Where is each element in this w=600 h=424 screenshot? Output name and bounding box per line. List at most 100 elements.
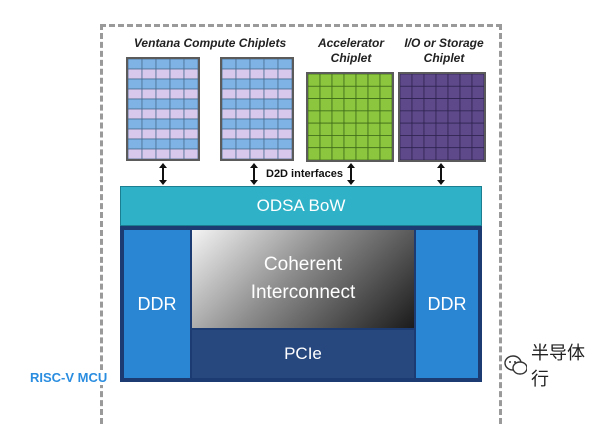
chiplet-cell <box>169 148 185 159</box>
chiplet-cell <box>222 88 237 100</box>
chiplet-cell <box>331 135 345 149</box>
chiplet-cell <box>423 147 437 160</box>
chiplet-cell <box>235 59 251 70</box>
accelerator-chiplet <box>306 72 394 162</box>
chiplet-cell <box>447 74 461 87</box>
chiplet-cell <box>222 78 237 90</box>
chiplet-cell <box>411 110 425 124</box>
chiplet-cell <box>183 68 198 80</box>
chiplet-cell <box>471 85 484 99</box>
chiplet-cell <box>235 118 251 130</box>
chiplet-cell <box>319 147 333 160</box>
chiplet-cell <box>141 78 157 90</box>
chiplet-cell <box>155 78 171 90</box>
chiplet-cell <box>183 128 198 140</box>
chiplet-cell <box>343 147 357 160</box>
chiplet-cell <box>423 85 437 99</box>
chiplet-cell <box>222 148 237 159</box>
chiplet-cell <box>435 74 449 87</box>
chiplet-cell <box>400 98 413 112</box>
chiplet-cell <box>249 59 265 70</box>
chiplet-cell <box>355 135 369 149</box>
chiplet-cell <box>379 122 392 136</box>
chiplet-cell <box>155 128 171 140</box>
chiplet-cell <box>249 98 265 110</box>
chiplet-cell <box>277 118 292 130</box>
chiplet-cell <box>411 98 425 112</box>
compute-chiplet-1-grid <box>128 59 198 159</box>
wechat-icon <box>504 355 527 375</box>
compute-chiplets-label: Ventana Compute Chiplets <box>133 36 287 50</box>
chiplet-cell <box>379 110 392 124</box>
chiplet-cell <box>343 110 357 124</box>
chiplet-cell <box>277 128 292 140</box>
chiplet-cell <box>235 88 251 100</box>
chiplet-cell <box>222 108 237 120</box>
chiplet-cell <box>308 135 321 149</box>
chiplet-cell <box>355 85 369 99</box>
chiplet-cell <box>235 148 251 159</box>
chiplet-cell <box>435 147 449 160</box>
watermark-left: RISC-V MCU <box>30 370 108 385</box>
chiplet-cell <box>277 138 292 150</box>
chiplet-cell <box>423 135 437 149</box>
chiplet-cell <box>263 118 279 130</box>
chiplet-cell <box>235 108 251 120</box>
chiplet-cell <box>343 98 357 112</box>
chiplet-cell <box>155 138 171 150</box>
chiplet-cell <box>263 138 279 150</box>
chiplet-cell <box>141 68 157 80</box>
chiplet-cell <box>277 59 292 70</box>
chiplet-cell <box>235 68 251 80</box>
chiplet-cell <box>343 135 357 149</box>
chiplet-cell <box>249 118 265 130</box>
chiplet-cell <box>319 98 333 112</box>
chiplet-cell <box>435 110 449 124</box>
chiplet-cell <box>447 122 461 136</box>
chiplet-cell <box>447 135 461 149</box>
chiplet-cell <box>235 138 251 150</box>
chiplet-cell <box>277 78 292 90</box>
compute-chiplet-2 <box>220 57 294 161</box>
chiplet-cell <box>141 128 157 140</box>
chiplet-cell <box>183 88 198 100</box>
chiplet-cell <box>155 118 171 130</box>
chiplet-cell <box>222 98 237 110</box>
chiplet-cell <box>128 138 143 150</box>
chiplet-cell <box>400 122 413 136</box>
chiplet-cell <box>331 122 345 136</box>
chiplet-cell <box>400 147 413 160</box>
chiplet-cell <box>355 147 369 160</box>
chiplet-cell <box>400 110 413 124</box>
ddr-right-block: DDR <box>416 230 478 378</box>
chiplet-cell <box>183 108 198 120</box>
accelerator-chiplet-grid <box>308 74 392 160</box>
chiplet-cell <box>447 110 461 124</box>
chiplet-cell <box>128 128 143 140</box>
chiplet-cell <box>459 135 473 149</box>
chiplet-cell <box>222 138 237 150</box>
chiplet-cell <box>367 135 381 149</box>
chiplet-cell <box>308 85 321 99</box>
chiplet-cell <box>222 59 237 70</box>
chiplet-cell <box>183 148 198 159</box>
chiplet-cell <box>141 148 157 159</box>
chiplet-cell <box>423 110 437 124</box>
chiplet-cell <box>308 98 321 112</box>
chiplet-cell <box>169 138 185 150</box>
chiplet-cell <box>471 135 484 149</box>
chiplet-cell <box>308 110 321 124</box>
chiplet-cell <box>249 128 265 140</box>
chiplet-cell <box>141 138 157 150</box>
chiplet-cell <box>277 68 292 80</box>
chiplet-cell <box>169 78 185 90</box>
chiplet-cell <box>379 135 392 149</box>
chiplet-cell <box>249 108 265 120</box>
chiplet-cell <box>459 74 473 87</box>
chiplet-cell <box>249 138 265 150</box>
chiplet-cell <box>277 98 292 110</box>
chiplet-cell <box>447 147 461 160</box>
chiplet-cell <box>128 148 143 159</box>
chiplet-cell <box>169 98 185 110</box>
chiplet-cell <box>435 135 449 149</box>
